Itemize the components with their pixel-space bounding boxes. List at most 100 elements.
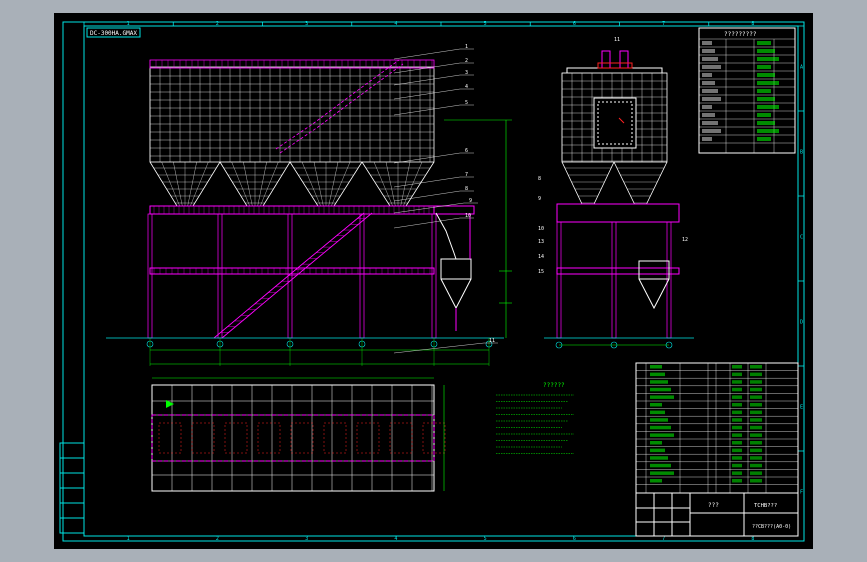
bom-cell-material: [732, 387, 742, 392]
zone-col-label: 5: [484, 536, 487, 542]
bom-cell-name: [650, 479, 662, 483]
zone-row-label: C: [800, 235, 803, 241]
spec-table-rows: [699, 38, 795, 153]
stair-stringer: [221, 212, 373, 339]
cone-grid: [190, 161, 209, 207]
callout-number: 7: [465, 172, 468, 178]
callout-leader: [393, 62, 461, 74]
plan-hopper-mark: [191, 422, 215, 454]
bom-cell-material: [732, 433, 742, 437]
spec-cell-label: [702, 49, 715, 53]
spec-cell-value: [757, 57, 779, 61]
bom-cell-spec: [750, 372, 762, 377]
ash-discharge-unit: [435, 212, 472, 331]
bom-cell-name: [650, 471, 674, 475]
spec-cell-value: [757, 137, 771, 141]
title-tag-box: [86, 27, 141, 38]
spec-table-title: ?????????: [724, 31, 757, 38]
plan-hopper-outline: [151, 414, 435, 462]
zone-row-label: F: [800, 490, 803, 496]
plan-hopper-mark: [356, 422, 380, 454]
zone-col-label: 1: [127, 536, 130, 542]
spec-cell-label: [702, 89, 718, 93]
hopper-grid: [149, 67, 434, 162]
bom-cell-name: [650, 365, 662, 369]
spec-cell-label: [702, 41, 712, 45]
callout-number: 5: [465, 100, 468, 106]
spec-cell-label: [702, 57, 718, 61]
spec-cell-label: [702, 73, 712, 77]
side-ash-unit: [638, 260, 670, 310]
bom-cell-material: [732, 410, 742, 415]
bom-cell-name: [650, 395, 674, 399]
notes-title: ??????: [543, 382, 565, 389]
mid-railing: [153, 206, 431, 274]
plan-hopper-mark: [224, 422, 248, 454]
side-roof: [566, 67, 663, 73]
callout-number: 9: [469, 198, 472, 204]
side-columns: [556, 221, 672, 339]
title-block-code: ??CB???(A0-0): [752, 524, 791, 530]
exhaust-fan: [601, 50, 611, 69]
zone-col-label: 1: [127, 21, 130, 27]
bom-cell-spec: [750, 403, 762, 407]
spec-cell-value: [757, 41, 771, 45]
callout-leader: [393, 88, 461, 100]
cone-grid: [161, 161, 180, 207]
plan-hopper-mark: [422, 422, 446, 454]
spec-cell-label: [702, 97, 721, 101]
bom-cell-material: [732, 365, 742, 369]
zone-col-label: 8: [751, 21, 754, 27]
bom-cell-name: [650, 403, 662, 407]
column: [217, 213, 223, 339]
support-columns: [147, 213, 437, 339]
cone-grid: [400, 161, 411, 207]
spec-cell-label: [702, 81, 715, 85]
side-axis-bubble: [610, 341, 618, 349]
hopper-body: [149, 66, 435, 163]
bom-cell-name: [650, 448, 665, 453]
spec-cell-label: [702, 137, 712, 141]
side-platform: [556, 203, 680, 223]
bom-cell-material: [732, 418, 742, 422]
spec-cell-value: [757, 97, 775, 101]
bom-cell-material: [732, 403, 742, 407]
zone-col-label: 8: [751, 536, 754, 542]
bom-cell-spec: [750, 456, 762, 460]
callout-leader: [393, 202, 465, 214]
bom-cell-spec: [750, 395, 762, 399]
bom-cell-spec: [750, 433, 762, 437]
side-hopper-cones: [561, 161, 668, 205]
platform-beam: [149, 205, 435, 215]
platform-beam-extension: [433, 205, 475, 215]
bom-cell-spec: [750, 463, 762, 468]
cone-grid: [313, 161, 324, 207]
zone-col-label: 2: [216, 21, 219, 27]
cone-grid: [373, 161, 393, 207]
bom-cell-name: [650, 372, 665, 377]
side-cone: [613, 161, 668, 205]
bom-cell-name: [650, 410, 665, 415]
exhaust-fan-2: [619, 50, 629, 69]
side-column: [556, 221, 562, 339]
side-callout-number: 15: [538, 269, 544, 275]
zone-col-label: 7: [662, 21, 665, 27]
bom-cell-material: [732, 479, 742, 483]
outer-border: [62, 21, 805, 542]
zone-col-label: 7: [662, 536, 665, 542]
bom-cell-material: [732, 456, 742, 460]
cone-grid: [385, 161, 396, 207]
zone-col-label: 6: [573, 21, 576, 27]
spec-cell-value: [757, 129, 779, 133]
bom-cell-spec: [750, 471, 762, 475]
callout-number: 6: [465, 148, 468, 154]
bom-cell-name: [650, 425, 671, 430]
cone-grid: [260, 161, 279, 207]
title-tag: DC-300HA.GMAX: [90, 30, 137, 37]
title-block-frame: [635, 492, 799, 537]
stair-stringer: [213, 212, 365, 339]
spec-table-frame: [698, 27, 796, 154]
